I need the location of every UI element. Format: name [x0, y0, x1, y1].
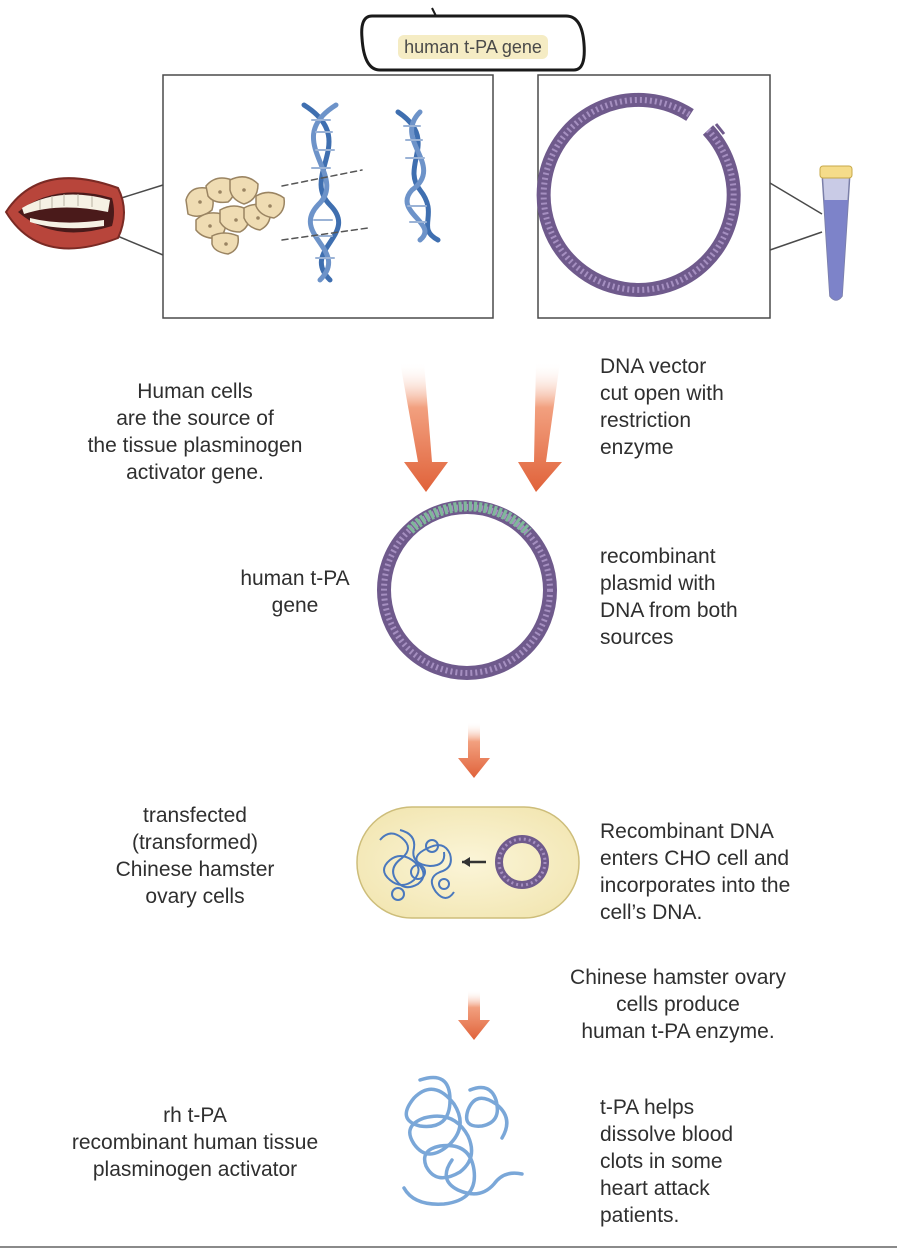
protein-strand-icon [402, 1075, 524, 1206]
callout-line [114, 234, 164, 256]
callout-line [769, 182, 823, 215]
arrow-icon [458, 990, 490, 1040]
arrow-icon [458, 722, 490, 778]
transfected-label: transfected (transformed) Chinese hamste… [115, 804, 275, 908]
callout-line [114, 184, 164, 201]
human-tpa-gene-label: human t-PA gene [240, 567, 350, 617]
recombinant-dna-label: Recombinant DNA enters CHO cell and inco… [600, 820, 791, 924]
page-title: human t-PA gene [398, 35, 548, 59]
arrow-icon [400, 362, 562, 492]
human-cells-label: Human cells are the source of the tissue… [87, 380, 303, 484]
tpa-helps-label: t-PA helps dissolve blood clots in some … [600, 1096, 734, 1227]
mouth-icon [4, 177, 125, 250]
cho-produce-label: Chinese hamster ovary cells produce huma… [570, 966, 786, 1043]
title-outline [360, 14, 586, 72]
callout-line [769, 231, 823, 251]
rh-tpa-label: rh t-PA recombinant human tissue plasmin… [71, 1104, 319, 1181]
title-label: human t-PA gene [362, 30, 584, 70]
title-tick [431, 7, 437, 17]
plasmid-ring-icon [377, 500, 557, 680]
cho-cell-icon [356, 806, 580, 919]
recombinant-plasmid-label: recombinant plasmid with DNA from both s… [600, 545, 738, 649]
dna-helix-icon [395, 109, 441, 243]
test-tube-icon [819, 165, 853, 301]
human-cells-icon [185, 176, 286, 255]
dna-helix-icon [281, 102, 369, 283]
dna-vector-label: DNA vector cut open with restriction enz… [600, 355, 724, 459]
plasmid-ring-icon [536, 92, 741, 297]
